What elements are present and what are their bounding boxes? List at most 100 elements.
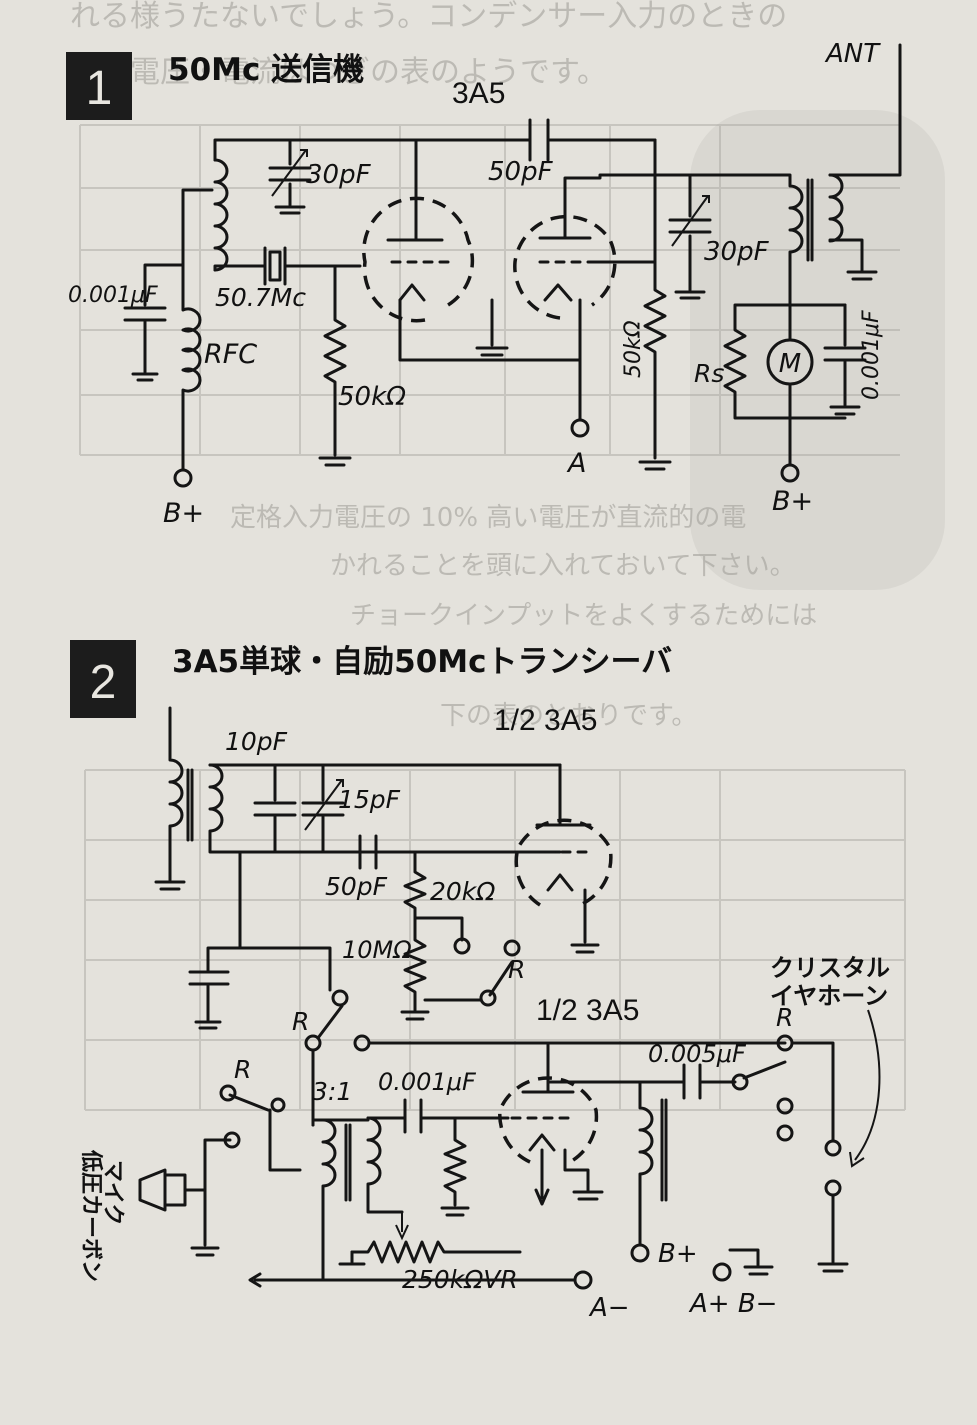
label-10pf: 10pF <box>225 727 288 756</box>
label-0005: 0.005μF <box>648 1040 747 1068</box>
label-earphone-2: イヤホーン <box>770 982 888 1010</box>
label-meter: M <box>779 349 801 379</box>
label-0001-right: 0.001μF <box>859 310 884 400</box>
label-bplus-left: B+ <box>163 498 204 529</box>
ground-30pf-left <box>274 205 306 215</box>
meter-m <box>766 338 814 386</box>
earphone-jack-bottom[interactable] <box>824 1179 842 1197</box>
resistor-50k-grid <box>323 264 362 457</box>
bg-text-2: 入力電圧・電流はつぎの表のようです。 <box>70 55 607 90</box>
tube-half-3a5-bottom <box>498 1041 604 1206</box>
vr-wiper[interactable] <box>395 1212 409 1241</box>
bypass-cap-left <box>188 903 242 1030</box>
label-apbm: A+ B− <box>688 1289 777 1319</box>
rfc-coil <box>181 263 202 472</box>
cap-50pf <box>321 834 417 870</box>
output-coil-primary <box>688 173 804 307</box>
terminal-aminus[interactable] <box>573 1270 593 1290</box>
background-bleed: れる様うたないでしょう。コンデンサー入力のときの 入力電圧・電流はつぎの表のよう… <box>70 0 945 1111</box>
terminal-bplus-left[interactable] <box>173 468 193 488</box>
figure-2-tube-top-label: 1/2 3A5 <box>494 704 597 737</box>
bg-text-6: 下の表のとおりです。 <box>440 701 697 731</box>
cap-0005 <box>638 1063 737 1100</box>
figure-2-tube-bottom-label: 1/2 3A5 <box>536 994 639 1027</box>
label-0001: 0.001μF <box>378 1068 477 1096</box>
label-10m: 10MΩ <box>342 936 412 964</box>
output-choke <box>546 1080 654 1247</box>
output-coil-secondary <box>828 173 878 281</box>
cap-30pf-left <box>268 138 312 207</box>
figure-1-number: 1 <box>86 62 113 115</box>
crystal-50-7mc <box>258 246 337 286</box>
label-30pf-left: 30pF <box>306 160 372 190</box>
switch-r1[interactable] <box>488 960 514 997</box>
label-earphone-1: クリスタル <box>770 954 890 982</box>
switch-r3[interactable] <box>228 1093 302 1172</box>
tank-top-wire <box>213 138 292 162</box>
terminal-apbm[interactable] <box>712 1262 732 1282</box>
bg-text-1: れる様うたないでしょう。コンデンサー入力のときの <box>70 0 787 34</box>
mic-transformer-primary <box>321 1118 337 1282</box>
label-15pf: 15pF <box>338 785 401 814</box>
switch-contact-g[interactable] <box>270 1097 286 1113</box>
figure-2-number: 2 <box>90 656 117 709</box>
label-0001-left: 0.001μF <box>68 283 158 308</box>
filament-wiring <box>398 298 582 362</box>
bg-text-4: かれることを頭に入れておいて下さい。 <box>330 551 796 581</box>
switch-contact-a[interactable] <box>479 989 497 1007</box>
label-ratio: 3:1 <box>312 1077 352 1106</box>
switch-r4[interactable] <box>742 1060 787 1080</box>
tap-wire <box>181 188 214 267</box>
label-bplus: B+ <box>658 1239 698 1269</box>
switch-r2[interactable] <box>316 1004 344 1040</box>
mic-transformer-secondary <box>366 1116 404 1214</box>
tank-coil <box>208 763 242 907</box>
figure-1: 1 50Mc 送信機 3A5 30pF 50.7Mc 0.001μF RFC B… <box>66 39 902 529</box>
terminal-bplus[interactable] <box>630 1243 650 1263</box>
label-crystal: 50.7Mc <box>215 283 306 312</box>
terminal-bplus-right[interactable] <box>780 463 800 483</box>
figure-2-badge <box>70 640 136 718</box>
label-mic-2: マイク <box>100 1160 125 1226</box>
switch-contact-i[interactable] <box>731 1073 749 1091</box>
resistor-20k <box>403 850 464 942</box>
switch-contact-c[interactable] <box>331 989 349 1007</box>
tube-3a5-right <box>513 173 692 320</box>
vr-250k <box>350 1240 522 1264</box>
switch-contact-f[interactable] <box>219 1084 237 1102</box>
switch-contact-mic[interactable] <box>223 1131 241 1149</box>
figure-2: 2 3A5単球・自励50Mcトランシーバ 1/2 3A5 10pF 15pF 5… <box>70 640 890 1323</box>
cap-0001 <box>366 1098 510 1134</box>
cap-0001-right <box>823 303 867 416</box>
cap-10pf <box>253 763 297 854</box>
cap-15pf <box>238 763 562 854</box>
figure-1-badge <box>66 52 132 120</box>
label-ant: ANT <box>824 39 881 69</box>
cap-50pf <box>528 118 550 162</box>
terminal-a[interactable] <box>570 418 590 438</box>
switch-contact-b[interactable] <box>503 939 521 957</box>
figure-2-title: 3A5単球・自励50Mcトランシーバ <box>172 644 672 680</box>
label-bplus-right: B+ <box>772 486 813 517</box>
switch-contact-j[interactable] <box>776 1097 794 1115</box>
label-switch-r1: R <box>508 955 525 984</box>
antenna-wire <box>828 43 902 177</box>
earphone-jack-top[interactable] <box>824 1139 842 1157</box>
label-mic-1: 低圧カーボン <box>78 1149 103 1282</box>
figure-1-title: 50Mc 送信機 <box>168 52 364 88</box>
label-30pf-right: 30pF <box>704 237 770 267</box>
earphone-arrow <box>849 1009 881 1168</box>
label-50pf: 50pF <box>488 157 554 187</box>
switch-contact-e[interactable] <box>353 1034 371 1052</box>
switch-contact-k[interactable] <box>776 1124 794 1142</box>
bg-text-3: 定格入力電圧の 10% 高い電圧が直流的の電 <box>230 503 746 533</box>
switch-contact-20k[interactable] <box>453 937 471 955</box>
resistor-50k-plate <box>643 138 667 460</box>
label-switch-r2: R <box>292 1007 309 1036</box>
antenna-link-coil <box>154 706 186 891</box>
label-50k-plate: 50kΩ <box>621 320 646 378</box>
figure-1-tube-label: 3A5 <box>452 77 505 110</box>
label-terminal-a: A <box>566 448 586 479</box>
carbon-mic <box>138 1168 187 1212</box>
